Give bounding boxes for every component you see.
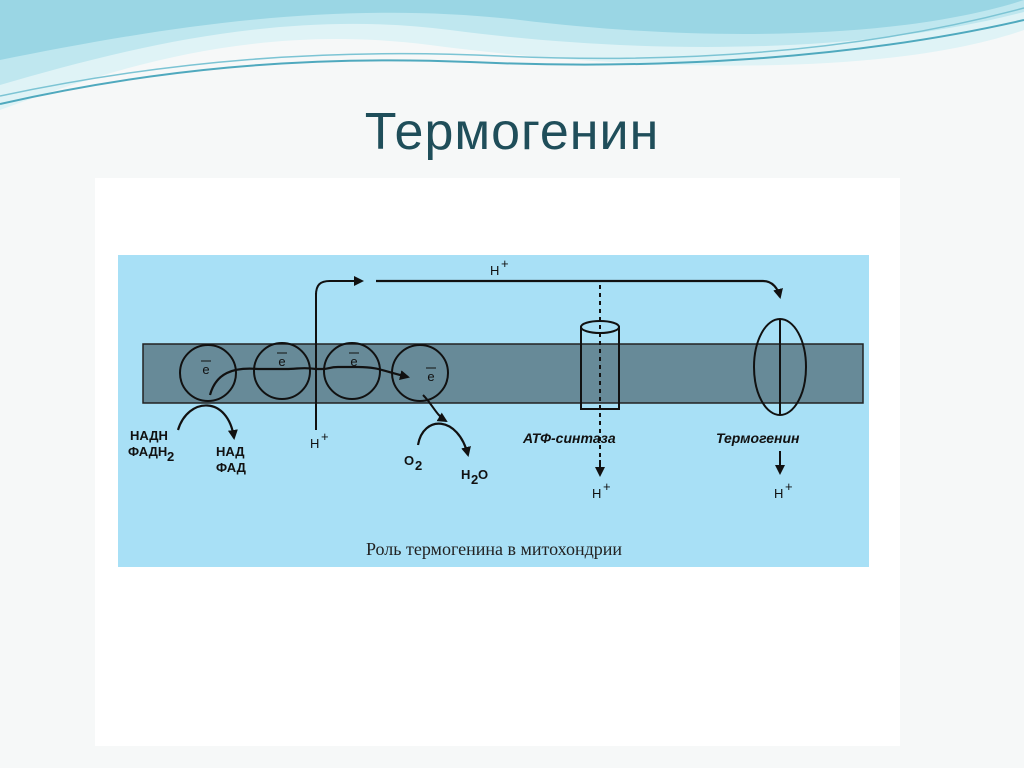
oxygen-reduction-arrow — [416, 422, 471, 457]
figure-background — [118, 255, 869, 567]
decorative-waves — [0, 0, 1024, 110]
fadh2-subscript: 2 — [167, 449, 174, 464]
inner-membrane — [142, 343, 864, 404]
intermembrane-proton-arrow — [376, 279, 783, 299]
electron-carrier-1: e — [179, 344, 237, 402]
atp-synthase-channel — [580, 285, 620, 465]
electron-label: e — [350, 354, 357, 369]
nadh-label: НАДН — [130, 428, 168, 443]
proton-plus-top: + — [501, 256, 509, 271]
electron-label: e — [278, 354, 285, 369]
thermogenin-diagram: e e e e НАДН ФАДН 2 НАД ФАД O 2 H 2 O H … — [118, 255, 869, 567]
h2o-subscript: 2 — [471, 472, 478, 487]
electron-carrier-2: e — [253, 342, 311, 400]
electron-carrier-3: e — [323, 342, 381, 400]
nadh-oxidation-arrow — [176, 404, 238, 440]
atp-synthase-label: АТФ-синтаза — [522, 430, 616, 446]
fadh2-label: ФАДН — [128, 444, 167, 459]
electron-label: e — [427, 369, 434, 384]
fad-label: ФАД — [216, 460, 247, 475]
proton-plus-thermogenin: + — [785, 479, 793, 494]
o2-subscript: 2 — [415, 458, 422, 473]
proton-label-atp: H — [592, 486, 601, 501]
electron-to-oxygen-arrow — [422, 394, 448, 423]
nad-label: НАД — [216, 444, 245, 459]
h2o-h: H — [461, 467, 470, 482]
proton-plus: + — [321, 429, 329, 444]
figure-caption: Роль термогенина в митохондрии — [366, 539, 622, 559]
proton-label-matrix: H — [310, 436, 319, 451]
thermogenin-label: Термогенин — [716, 430, 800, 446]
h2o-o: O — [478, 467, 488, 482]
proton-label-top: H — [490, 263, 499, 278]
proton-label-thermogenin: H — [774, 486, 783, 501]
electron-label: e — [202, 362, 209, 377]
thermogenin-protein — [753, 318, 807, 416]
o2-label: O — [404, 453, 414, 468]
slide-title: Термогенин — [364, 103, 660, 161]
proton-plus-atp: + — [603, 479, 611, 494]
proton-pump-arrow — [315, 276, 364, 296]
